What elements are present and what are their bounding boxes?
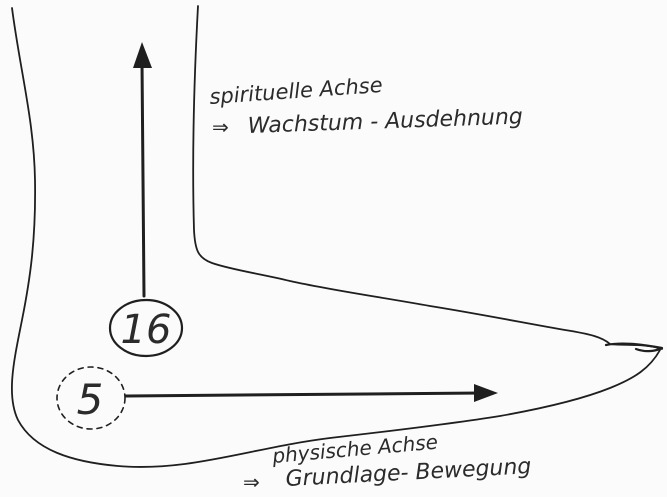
spiritual-axis-subtitle: Wachstum - Ausdehnung (247, 104, 523, 139)
spiritual-axis-arrow-line (142, 62, 144, 296)
spiritual-axis-arrow-symbol: ⇒ (212, 115, 229, 139)
physical-axis-arrow-line (126, 393, 482, 396)
point-5-label: 5 (77, 375, 104, 424)
spiritual-axis-arrowhead (133, 42, 152, 68)
point-16-label: 16 (121, 307, 172, 353)
toe-tip (606, 344, 662, 352)
physical-axis-arrowhead (474, 384, 498, 402)
physical-axis-arrow-symbol: ⇒ (243, 470, 260, 494)
spiritual-axis-title: spirituelle Achse (209, 73, 384, 109)
foot-top-line (193, 6, 662, 349)
